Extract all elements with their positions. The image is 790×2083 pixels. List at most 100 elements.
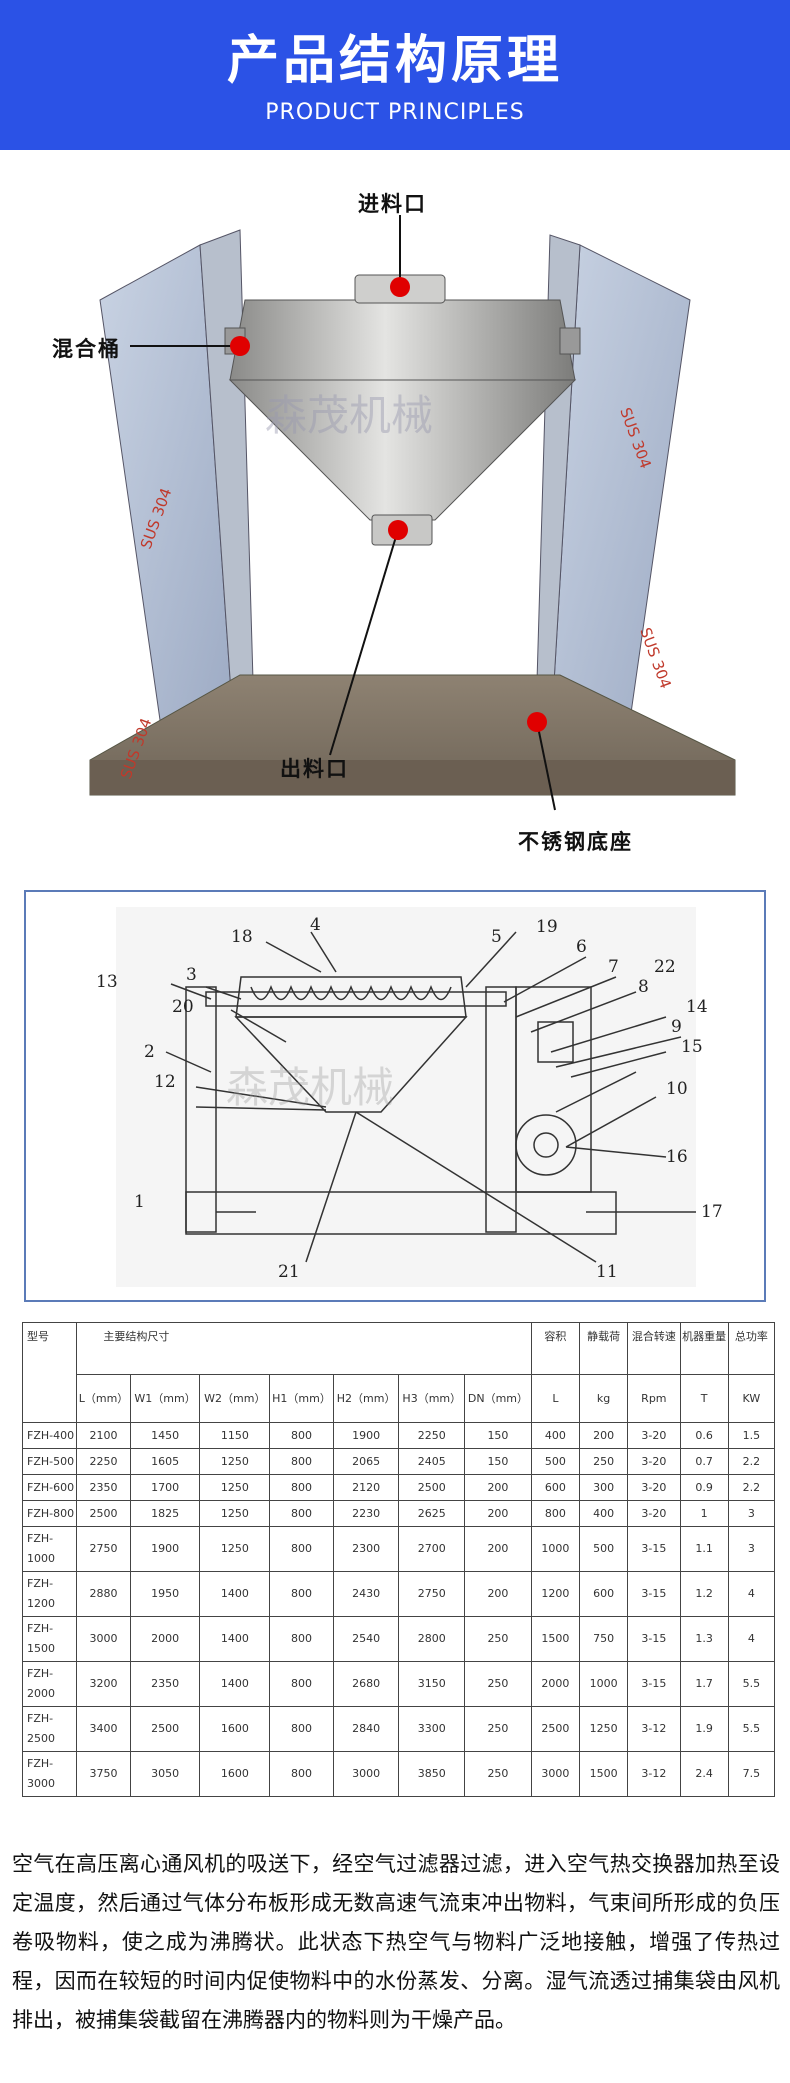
- photo-watermark: 森茂机械: [265, 391, 433, 440]
- table-cell: 200: [464, 1474, 532, 1501]
- table-cell: 1: [679, 1500, 729, 1527]
- table-cell: 2680: [332, 1661, 400, 1707]
- table-cell: 3750: [76, 1751, 131, 1797]
- part-number: 11: [596, 1262, 618, 1282]
- table-cell: 1400: [199, 1661, 271, 1707]
- table-cell: 3200: [76, 1661, 131, 1707]
- table-cell: 0.6: [679, 1422, 729, 1449]
- part-number: 5: [491, 927, 502, 947]
- table-cell: 800: [269, 1422, 334, 1449]
- structure-diagram: 1 2 3 4 5 6 7 8 9 10 11 12 13 14 15 16 1…: [96, 907, 723, 1287]
- table-cell: 1000: [530, 1526, 580, 1572]
- table-cell: 5.5: [727, 1706, 776, 1752]
- table-cell: 600: [530, 1474, 580, 1501]
- header-unit: L（mm）: [76, 1374, 131, 1423]
- table-cell: 4: [727, 1616, 776, 1662]
- part-number: 16: [666, 1147, 688, 1167]
- drum-marker: [230, 336, 250, 356]
- table-cell: 3000: [332, 1751, 400, 1797]
- table-cell: 1250: [199, 1448, 271, 1475]
- header-power: 总功率: [727, 1322, 776, 1375]
- table-cell: 3-20: [627, 1448, 681, 1475]
- table-cell: 2300: [332, 1526, 400, 1572]
- header-static-load: 静载荷: [578, 1322, 629, 1375]
- table-cell: 800: [530, 1500, 580, 1527]
- part-number: 9: [671, 1017, 682, 1037]
- table-cell: 3-20: [627, 1474, 681, 1501]
- product-photo: SUS 304 SUS 304 SUS 304 SUS 304 森茂机械 进料口…: [0, 150, 790, 860]
- header-unit: H3（mm）: [398, 1374, 466, 1423]
- inlet-marker: [390, 277, 410, 297]
- table-cell: 3850: [398, 1751, 466, 1797]
- header-weight: 机器重量: [679, 1322, 729, 1375]
- table-cell: 800: [269, 1474, 334, 1501]
- table-cell: 7.5: [727, 1751, 776, 1797]
- model-cell: FZH-1000: [21, 1526, 78, 1572]
- table-cell: 500: [530, 1448, 580, 1475]
- table-cell: 800: [269, 1526, 334, 1572]
- page-subtitle: PRODUCT PRINCIPLES: [265, 100, 525, 125]
- table-cell: 3300: [398, 1706, 466, 1752]
- header-unit: W2（mm）: [199, 1374, 271, 1423]
- table-cell: 800: [269, 1616, 334, 1662]
- callout-mixing-drum: 混合桶: [52, 337, 121, 361]
- model-cell: FZH-1200: [21, 1571, 78, 1617]
- table-cell: 2500: [530, 1706, 580, 1752]
- part-number: 17: [701, 1202, 723, 1222]
- table-cell: 200: [464, 1500, 532, 1527]
- header-unit: H2（mm）: [332, 1374, 400, 1423]
- table-cell: 3150: [398, 1661, 466, 1707]
- table-cell: 1600: [199, 1751, 271, 1797]
- table-cell: 1400: [199, 1571, 271, 1617]
- table-cell: 3-15: [627, 1661, 681, 1707]
- part-number: 3: [186, 965, 197, 985]
- table-cell: 2250: [76, 1448, 131, 1475]
- table-cell: 3: [727, 1526, 776, 1572]
- callout-base: 不锈钢底座: [518, 830, 633, 854]
- table-cell: 3-12: [627, 1751, 681, 1797]
- model-cell: FZH-600: [21, 1474, 78, 1501]
- header-unit: kg: [578, 1374, 629, 1423]
- table-cell: 2350: [129, 1661, 201, 1707]
- part-number: 21: [278, 1262, 300, 1282]
- panel-mark: SUS 304: [636, 625, 675, 691]
- header-unit: Rpm: [627, 1374, 681, 1423]
- model-cell: FZH-500: [21, 1448, 78, 1475]
- table-cell: 250: [464, 1661, 532, 1707]
- part-number: 7: [608, 957, 619, 977]
- table-cell: 800: [269, 1500, 334, 1527]
- callout-inlet: 进料口: [358, 192, 427, 216]
- table-cell: 2880: [76, 1571, 131, 1617]
- header-banner: 产品结构原理 PRODUCT PRINCIPLES: [0, 0, 790, 150]
- table-cell: 2120: [332, 1474, 400, 1501]
- table-cell: 1.5: [727, 1422, 776, 1449]
- table-cell: 2700: [398, 1526, 466, 1572]
- header-unit: DN（mm）: [464, 1374, 532, 1423]
- table-cell: 2250: [398, 1422, 466, 1449]
- table-cell: 600: [578, 1571, 629, 1617]
- part-number: 14: [686, 997, 708, 1017]
- table-cell: 2350: [76, 1474, 131, 1501]
- part-number: 2: [144, 1042, 155, 1062]
- table-cell: 5.5: [727, 1661, 776, 1707]
- header-volume: 容积: [530, 1322, 580, 1375]
- part-number: 15: [681, 1037, 703, 1057]
- table-cell: 2750: [398, 1571, 466, 1617]
- table-cell: 800: [269, 1448, 334, 1475]
- table-cell: 2500: [129, 1706, 201, 1752]
- header-dims: 主要结构尺寸: [76, 1322, 532, 1375]
- table-cell: 1400: [199, 1616, 271, 1662]
- outlet-marker: [388, 520, 408, 540]
- table-cell: 400: [578, 1500, 629, 1527]
- table-cell: 3-15: [627, 1526, 681, 1572]
- table-cell: 2540: [332, 1616, 400, 1662]
- header-model: 型号: [21, 1322, 78, 1423]
- table-cell: 1.2: [679, 1571, 729, 1617]
- table-cell: 3-15: [627, 1571, 681, 1617]
- part-number: 4: [310, 915, 321, 935]
